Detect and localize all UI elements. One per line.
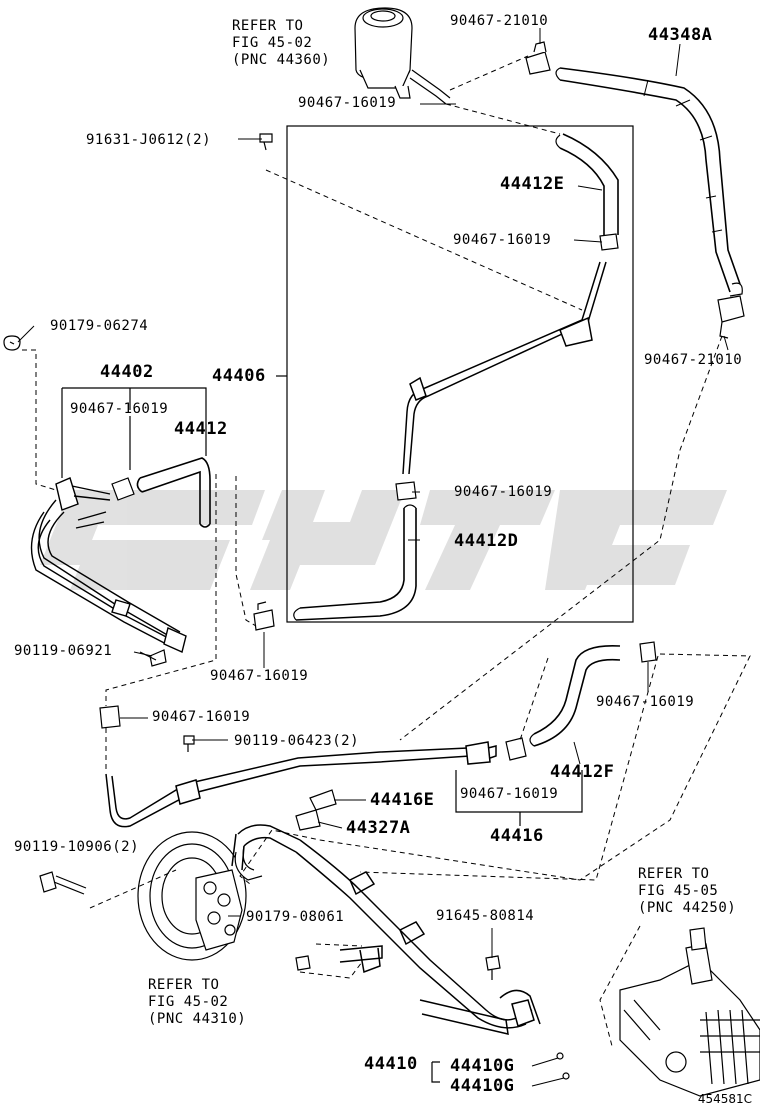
hose-44348a-drawing xyxy=(559,67,741,293)
label-hose-44412e: 44412E xyxy=(500,174,565,194)
clamp-16019-44416-drawing xyxy=(505,737,527,761)
bolt-91631-drawing xyxy=(259,133,273,151)
label-leaders xyxy=(17,28,729,1087)
refer-note-pump-line-1: REFER TO xyxy=(148,977,220,993)
refer-note-gear-line-3: (PNC 44250) xyxy=(638,900,737,916)
hose-44412e-drawing xyxy=(559,133,619,235)
hose-44412-drawing xyxy=(136,457,211,528)
steering-gear-drawing xyxy=(619,927,760,1097)
reservoir-drawing xyxy=(354,7,451,105)
label-pipe-44416e: 44416E xyxy=(370,790,435,810)
label-clamp-16019-top: 90467-16019 xyxy=(298,95,397,111)
clamp-21010-top-drawing xyxy=(525,41,551,75)
tube-44406-drawing xyxy=(402,261,607,475)
clamp-16019-d-drawing xyxy=(395,481,417,501)
pipe-44410-drawing xyxy=(231,824,541,1035)
nut-90179-08061-drawing xyxy=(295,955,311,971)
label-hose-44348a: 44348A xyxy=(648,25,713,45)
label-bolt-90119-06921: 90119-06921 xyxy=(14,643,113,659)
hose-44348a-stripes xyxy=(643,79,723,233)
label-clamp-16019-left: 90467-16019 xyxy=(70,401,169,417)
label-oring-44410g-a: 44410G xyxy=(450,1056,515,1076)
label-assy-44416: 44416 xyxy=(490,826,544,846)
clamp-16019-e-drawing xyxy=(599,233,619,251)
oring-44410g-drawing xyxy=(556,1052,570,1080)
bolt-90119-06423-drawing xyxy=(183,735,195,752)
label-assy-44402: 44402 xyxy=(100,362,154,382)
label-clamp-16019-44416: 90467-16019 xyxy=(460,786,559,802)
clamp-16019-left-drawing xyxy=(111,477,135,501)
refer-note-pump-line-3: (PNC 44310) xyxy=(148,1011,247,1027)
label-assy-44406: 44406 xyxy=(212,366,266,386)
label-bolt-90119-06423: 90119-06423(2) xyxy=(234,733,360,749)
label-hose-44412f: 44412F xyxy=(550,762,615,782)
bolt-90119-06921-drawing xyxy=(139,649,167,667)
bracket-44410 xyxy=(431,1061,440,1083)
label-nut-90179-06274: 90179-06274 xyxy=(50,318,149,334)
label-hose-44412d: 44412D xyxy=(454,531,519,551)
dashed-leaders xyxy=(22,55,751,1047)
refer-note-reservoir-line-1: REFER TO xyxy=(232,18,304,34)
bracket-44416 xyxy=(455,770,583,826)
label-clamp-16019-mid: 90467-16019 xyxy=(152,709,251,725)
clamp-16019-box-drawing xyxy=(253,601,275,631)
refer-note-reservoir-line-2: FIG 45-02 xyxy=(232,35,313,51)
assy-44402-bracket xyxy=(61,387,207,478)
bolt-91645-drawing xyxy=(485,955,501,980)
label-nut-90179-08061: 90179-08061 xyxy=(246,909,345,925)
label-oring-44410g-b: 44410G xyxy=(450,1076,515,1096)
label-clamp-21010-top: 90467-21010 xyxy=(450,13,549,29)
label-clamp-21010-right: 90467-21010 xyxy=(644,352,743,368)
label-assy-44410: 44410 xyxy=(364,1054,418,1074)
label-clamp-16019-box: 90467-16019 xyxy=(210,668,309,684)
nut-90179-06274-drawing xyxy=(3,335,21,351)
label-clamp-16019-f: 90467-16019 xyxy=(596,694,695,710)
label-bolt-91645: 91645-80814 xyxy=(436,908,535,924)
label-gasket-44327a: 44327A xyxy=(346,818,411,838)
bolt-90119-10906-drawing xyxy=(39,871,87,895)
hose-44412f-drawing xyxy=(533,644,621,747)
hose-44412d-drawing xyxy=(295,508,417,621)
clamp-16019-box2-drawing xyxy=(99,705,121,729)
watermark-logo xyxy=(40,490,727,590)
refer-note-pump-line-2: FIG 45-02 xyxy=(148,994,229,1010)
illustration-code: 454581C xyxy=(697,1092,752,1106)
pipe-44402-drawing xyxy=(30,477,187,653)
clamp-21010-right-drawing xyxy=(717,295,745,339)
label-bolt-91631: 91631-J0612(2) xyxy=(86,132,212,148)
pipe-44416e-drawing xyxy=(295,789,337,831)
label-bolt-90119-10906: 90119-10906(2) xyxy=(14,839,140,855)
label-hose-44412: 44412 xyxy=(174,419,228,439)
label-clamp-16019-d: 90467-16019 xyxy=(454,484,553,500)
refer-note-gear-line-1: REFER TO xyxy=(638,866,710,882)
refer-note-reservoir-line-3: (PNC 44360) xyxy=(232,52,331,68)
label-clamp-16019-e: 90467-16019 xyxy=(453,232,552,248)
assy-44406-frame xyxy=(286,125,634,623)
clamp-16019-f-drawing xyxy=(639,641,657,663)
refer-note-gear-line-2: FIG 45-05 xyxy=(638,883,719,899)
pipe-44416-drawing xyxy=(105,741,497,828)
